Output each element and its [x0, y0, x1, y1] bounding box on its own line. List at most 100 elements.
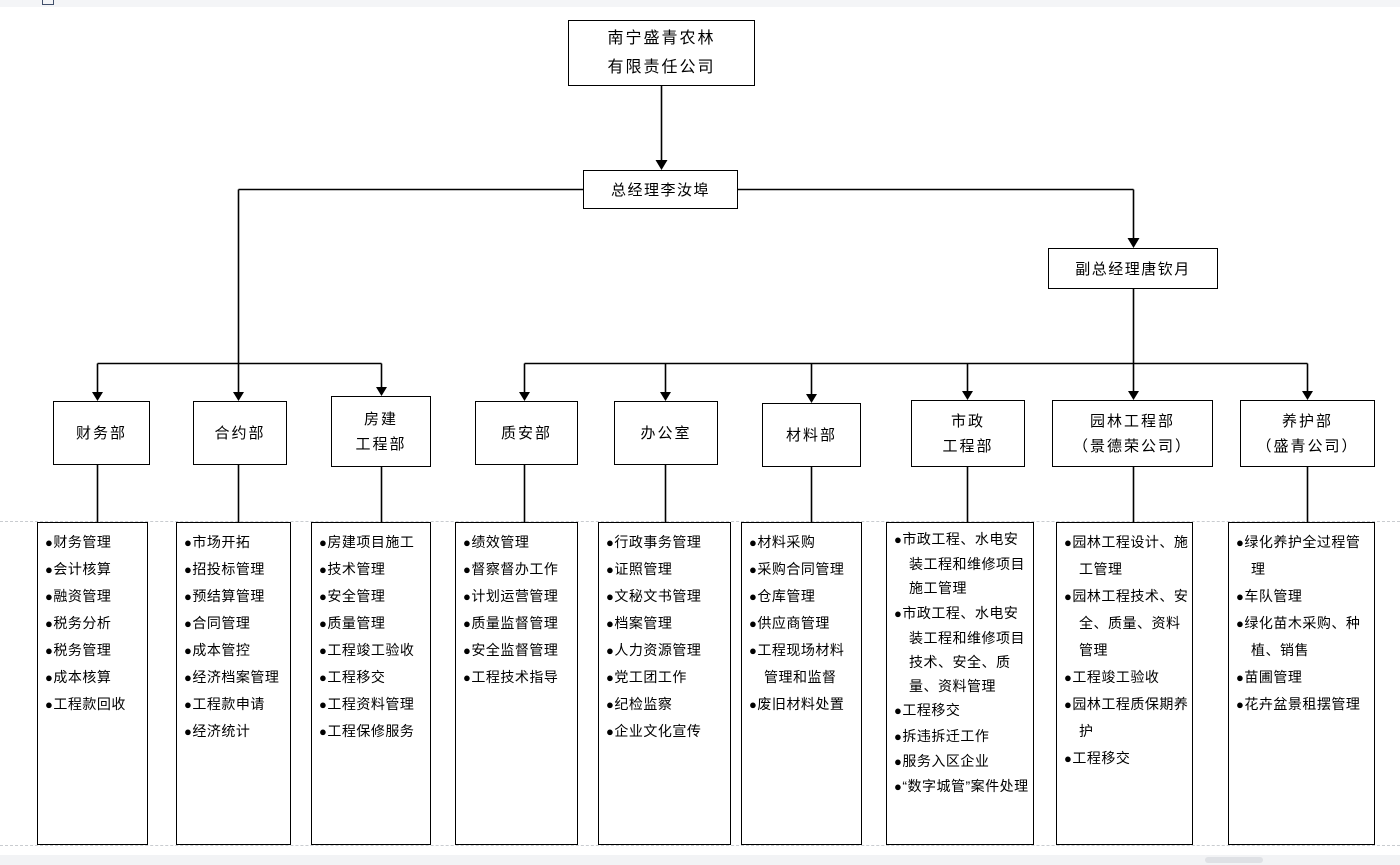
- duty-item: ●融资管理: [45, 583, 144, 610]
- general-manager-box: 总经理李汝埠: [583, 170, 738, 209]
- duty-text: 市政工程、水电安装工程和维修项目技术、安全、质量、资料管理: [902, 604, 1025, 695]
- department-name: 园林工程部: [1089, 412, 1175, 430]
- bullet-icon: ●: [1236, 670, 1245, 685]
- page-bottom-gap: [0, 848, 1400, 855]
- duty-text: 市政工程、水电安装工程和维修项目施工管理: [902, 531, 1025, 597]
- bullet-icon: ●: [1064, 751, 1073, 766]
- duty-text: 合同管理: [192, 615, 251, 631]
- department-name: 财务部: [75, 424, 127, 442]
- duty-item: ●党工团工作: [606, 664, 727, 691]
- bullet-icon: ●: [184, 670, 193, 685]
- duty-text: 党工团工作: [614, 669, 687, 685]
- department-box-3: 房建工程部: [331, 396, 431, 467]
- duty-item: ●人力资源管理: [606, 637, 727, 664]
- bullet-icon: ●: [184, 724, 193, 739]
- bullet-icon: ●: [606, 697, 615, 712]
- deputy-manager-label: 副总经理唐钦月: [1075, 261, 1191, 278]
- bullet-icon: ●: [45, 697, 54, 712]
- bullet-icon: ●: [606, 670, 615, 685]
- duty-list-box-4: ●绩效管理●督察督办工作●计划运营管理●质量监督管理●安全监督管理●工程技术指导: [455, 522, 578, 845]
- duty-item: ●工程移交: [319, 664, 427, 691]
- duty-text: 财务管理: [53, 534, 112, 550]
- duty-item: ●合同管理: [184, 610, 287, 637]
- duty-item: ●拆违拆迁工作: [894, 724, 1030, 749]
- department-box-8: 园林工程部（景德荣公司）: [1052, 400, 1213, 467]
- bullet-icon: ●: [45, 670, 54, 685]
- bullet-icon: ●: [1236, 535, 1245, 550]
- duty-text: 废旧材料处置: [757, 696, 845, 712]
- department-box-6: 材料部: [762, 403, 861, 467]
- duty-text: 融资管理: [53, 588, 112, 604]
- horizontal-scrollbar-track[interactable]: [0, 855, 1400, 865]
- duty-list-box-3: ●房建项目施工●技术管理●安全管理●质量管理●工程竣工验收●工程移交●工程资料管…: [311, 522, 431, 845]
- company-name-line1: 南宁盛青农林: [607, 30, 716, 47]
- duty-item: ●安全管理: [319, 583, 427, 610]
- duty-text: 成本管控: [192, 642, 251, 658]
- duty-text: 采购合同管理: [757, 561, 845, 577]
- duty-text: 工程移交: [327, 669, 386, 685]
- duty-item: ●市政工程、水电安装工程和维修项目技术、安全、质量、资料管理: [894, 601, 1030, 699]
- bullet-icon: ●: [45, 589, 54, 604]
- company-name-line2: 有限责任公司: [607, 59, 716, 76]
- bullet-icon: ●: [319, 643, 328, 658]
- duty-item: ●经济统计: [184, 718, 287, 745]
- duty-item: ●材料采购: [749, 529, 858, 556]
- duty-item: ●工程资料管理: [319, 691, 427, 718]
- duty-text: 证照管理: [614, 561, 673, 577]
- duty-item: ●计划运营管理: [463, 583, 574, 610]
- bullet-icon: ●: [1064, 589, 1073, 604]
- department-name: 办公室: [640, 424, 692, 442]
- duty-item: ●财务管理: [45, 529, 144, 556]
- duty-item: ●工程款申请: [184, 691, 287, 718]
- bullet-icon: ●: [184, 643, 193, 658]
- duty-item: ●工程移交: [894, 698, 1030, 723]
- duty-text: 材料采购: [757, 534, 816, 550]
- duty-item: ●废旧材料处置: [749, 691, 858, 718]
- duty-text: 督察督办工作: [471, 561, 559, 577]
- duty-item: ●税务管理: [45, 637, 144, 664]
- duty-item: ●招投标管理: [184, 556, 287, 583]
- bullet-icon: ●: [319, 535, 328, 550]
- bullet-icon: ●: [894, 532, 903, 547]
- bullet-icon: ●: [463, 670, 472, 685]
- duty-item: ●仓库管理: [749, 583, 858, 610]
- bullet-icon: ●: [606, 562, 615, 577]
- department-box-4: 质安部: [475, 401, 578, 465]
- duty-text: 纪检监察: [614, 696, 673, 712]
- duty-text: 计划运营管理: [471, 588, 559, 604]
- duty-item: ●行政事务管理: [606, 529, 727, 556]
- duty-text: 服务入区企业: [902, 752, 990, 769]
- duty-item: ●采购合同管理: [749, 556, 858, 583]
- bullet-icon: ●: [319, 562, 328, 577]
- duty-text: 档案管理: [614, 615, 673, 631]
- department-name: 质安部: [500, 424, 552, 442]
- department-name: 工程部: [355, 435, 407, 453]
- browser-top-strip: [0, 0, 1400, 7]
- duty-item: ●工程现场材料管理和监督: [749, 637, 858, 691]
- duty-item: ●企业文化宣传: [606, 718, 727, 745]
- department-box-5: 办公室: [614, 401, 718, 465]
- duty-text: 经济档案管理: [192, 669, 280, 685]
- duty-text: 文秘文书管理: [614, 588, 702, 604]
- duty-list-box-5: ●行政事务管理●证照管理●文秘文书管理●档案管理●人力资源管理●党工团工作●纪检…: [598, 522, 731, 845]
- bullet-icon: ●: [606, 589, 615, 604]
- duty-item: ●供应商管理: [749, 610, 858, 637]
- bullet-icon: ●: [319, 589, 328, 604]
- duty-text: 成本核算: [53, 669, 112, 685]
- duty-item: ●园林工程设计、施工管理: [1064, 529, 1189, 583]
- bullet-icon: ●: [606, 643, 615, 658]
- company-box: 南宁盛青农林 有限责任公司: [568, 20, 755, 86]
- duty-list-box-1: ●财务管理●会计核算●融资管理●税务分析●税务管理●成本核算●工程款回收: [37, 522, 148, 845]
- department-name: 养护部: [1281, 412, 1333, 430]
- department-box-9: 养护部（盛青公司）: [1240, 400, 1375, 467]
- bullet-icon: ●: [45, 535, 54, 550]
- bullet-icon: ●: [1236, 616, 1245, 631]
- horizontal-scrollbar-thumb[interactable]: [1205, 857, 1263, 863]
- bullet-icon: ●: [463, 562, 472, 577]
- duty-item: ●“数字城管”案件处理: [894, 774, 1030, 799]
- duty-item: ●工程保修服务: [319, 718, 427, 745]
- duty-item: ●服务入区企业: [894, 749, 1030, 774]
- duty-item: ●技术管理: [319, 556, 427, 583]
- bullet-icon: ●: [894, 703, 903, 719]
